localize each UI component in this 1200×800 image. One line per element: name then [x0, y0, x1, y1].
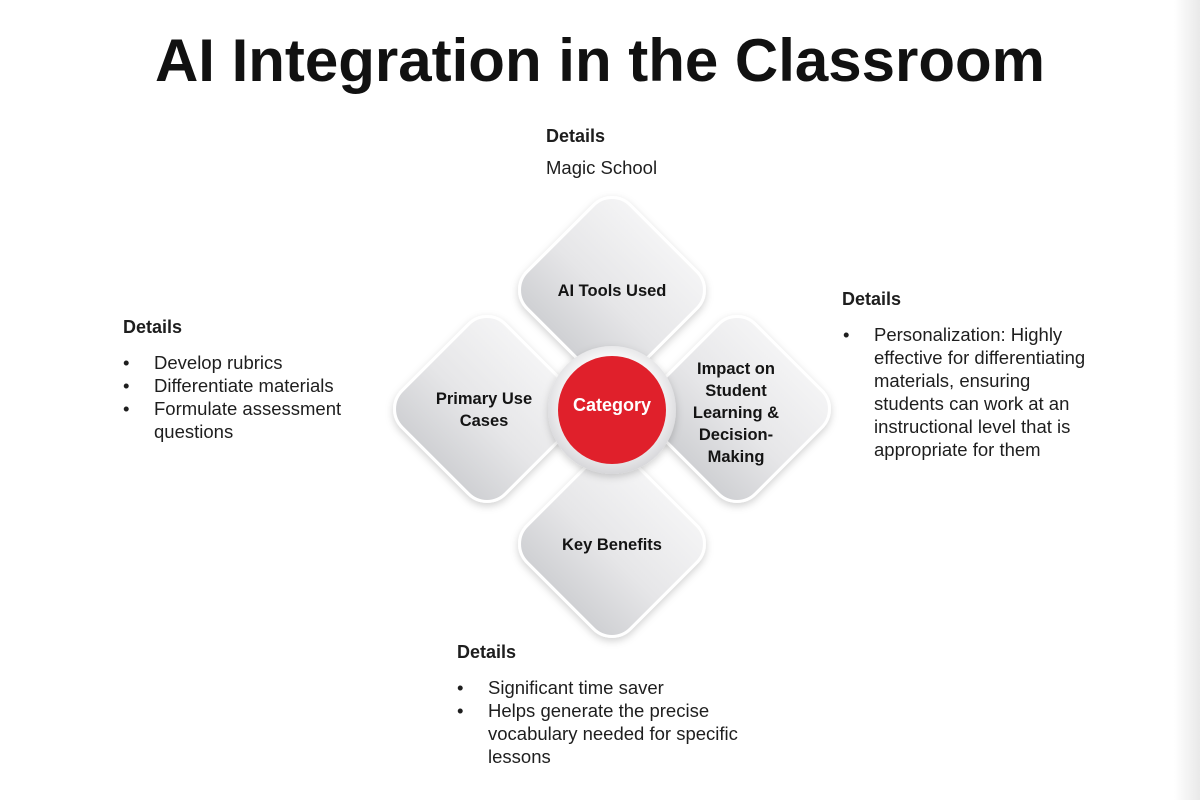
- petal-right-shape: [643, 315, 831, 503]
- details-top: Details Magic School: [546, 125, 657, 179]
- list-item: Significant time saver: [457, 676, 802, 699]
- list-item: Helps generate the precise vocabulary ne…: [457, 699, 802, 768]
- petal-left-label: Primary Use Cases: [435, 390, 533, 430]
- details-right-list: Personalization: Highly effective for di…: [842, 323, 1092, 461]
- center-category-label: Category: [572, 395, 652, 415]
- page-title: AI Integration in the Classroom: [154, 27, 1046, 94]
- details-left-heading: Details: [123, 317, 183, 337]
- details-left: Details Develop rubrics Differentiate ma…: [123, 316, 383, 443]
- list-item: Personalization: Highly effective for di…: [843, 323, 1092, 461]
- center-circle: [558, 356, 666, 464]
- list-item: Formulate assessment questions: [123, 397, 383, 443]
- petal-left-shape: [393, 315, 581, 503]
- list-item: Develop rubrics: [123, 351, 383, 374]
- details-bottom: Details Significant time saver Helps gen…: [457, 641, 802, 768]
- details-top-text: Magic School: [546, 157, 658, 178]
- page-edge-shadow: [1174, 0, 1200, 800]
- petal-bottom-shape: [518, 450, 706, 638]
- details-top-heading: Details: [546, 126, 606, 146]
- details-bottom-list: Significant time saver Helps generate th…: [457, 676, 802, 768]
- petal-bottom-label: Key Benefits: [562, 536, 662, 554]
- petal-top-label: AI Tools Used: [557, 282, 667, 300]
- petal-right-label: Impact on Student Learning & Decision- M…: [692, 360, 780, 466]
- list-item: Differentiate materials: [123, 374, 383, 397]
- details-right-heading: Details: [842, 289, 902, 309]
- details-left-list: Develop rubrics Differentiate materials …: [123, 351, 383, 443]
- petal-top-shape: [518, 196, 706, 384]
- details-right: Details Personalization: Highly effectiv…: [842, 288, 1092, 461]
- details-bottom-heading: Details: [457, 642, 517, 662]
